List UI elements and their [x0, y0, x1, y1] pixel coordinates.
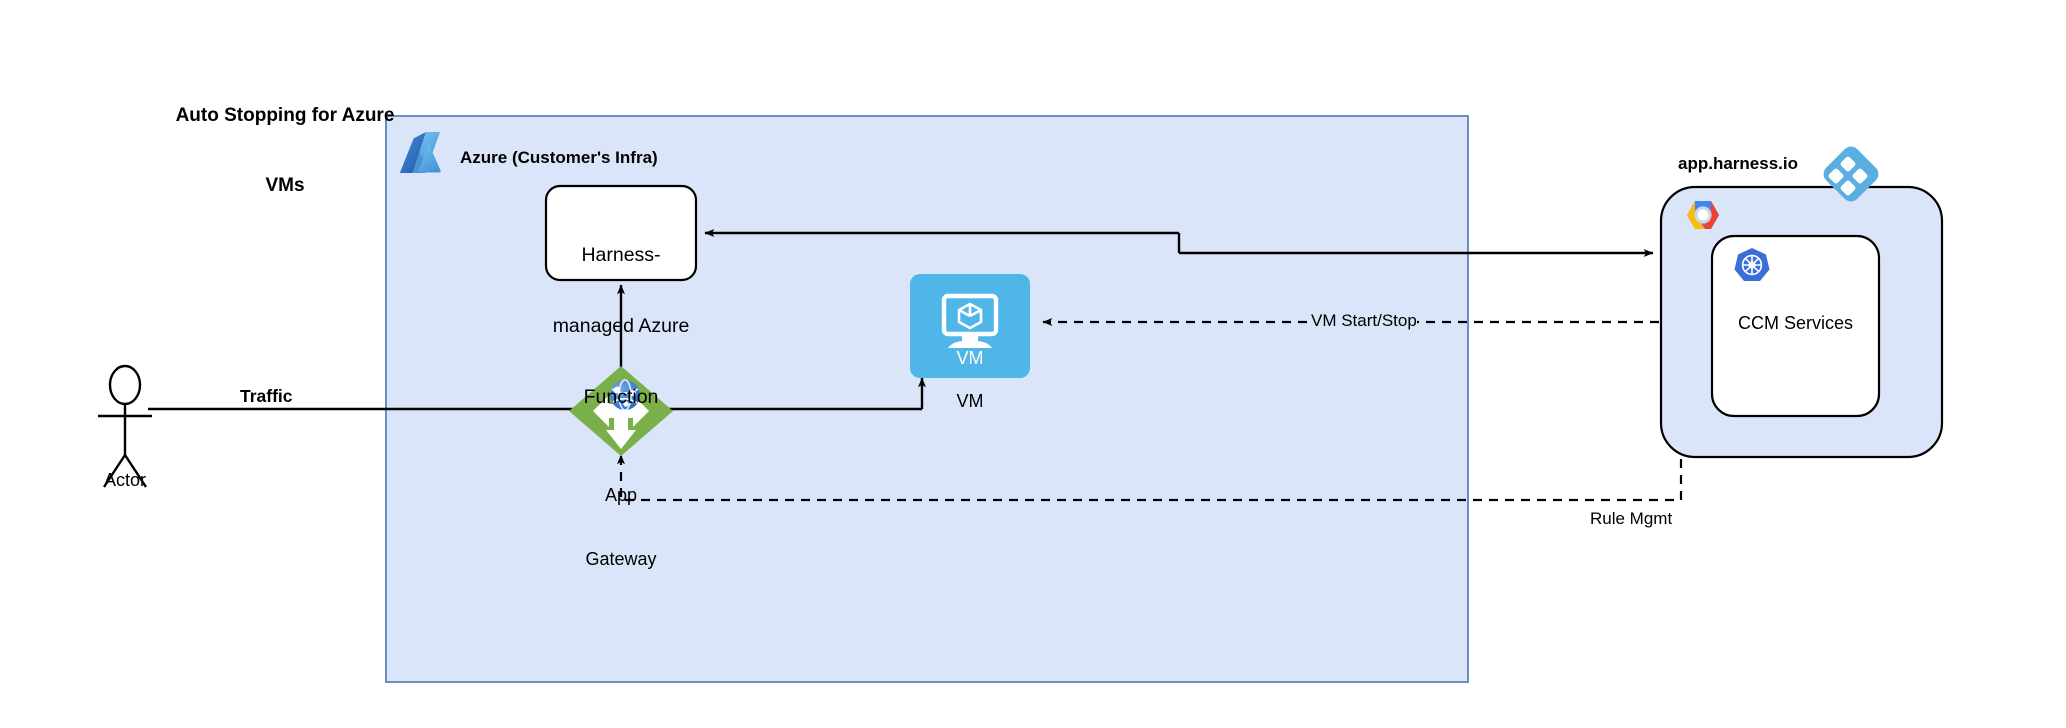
app-gateway-label-line-1: App	[604, 485, 638, 506]
azure-logo-icon	[399, 132, 441, 174]
edge-label-rule-mgmt: Rule Mgmt	[1590, 509, 1673, 530]
vm-tile	[910, 274, 1030, 378]
azure-function-label-line-3: Function	[583, 386, 659, 409]
edge-label-traffic: Traffic	[240, 386, 293, 407]
edge-label-vm-start-stop: VM Start/Stop	[1311, 311, 1417, 332]
page-title: Auto Stopping for Azure VMs	[150, 58, 420, 243]
page-title-line-2: VMs	[265, 174, 305, 196]
vm-tile-caption: VM	[956, 348, 984, 368]
actor-stick-figure-icon	[98, 364, 152, 488]
azure-function-label: Harness- managed Azure Function	[546, 196, 696, 458]
harness-group-label: app.harness.io	[1678, 154, 1798, 173]
azure-function-label-line-2: managed Azure	[552, 314, 690, 337]
ccm-services-label: CCM Services	[1737, 313, 1853, 333]
edge-harness-to-gateway	[617, 454, 1683, 502]
azure-function-box	[544, 184, 698, 282]
kubernetes-icon	[1734, 248, 1770, 281]
app-gateway-label: App Gateway	[521, 443, 721, 613]
actor-label: Actor	[103, 470, 146, 490]
azure-function-label-line-1: Harness-	[581, 243, 661, 266]
vm-monitor-cube-icon	[941, 293, 999, 348]
page-title-line-1: Auto Stopping for Azure	[175, 105, 395, 127]
app-gateway-label-line-2: Gateway	[585, 549, 657, 570]
app-gateway-icon	[569, 366, 673, 456]
gcp-hexagon-icon	[1687, 201, 1719, 229]
harness-logo-icon	[1823, 146, 1879, 202]
vm-node-label: VM	[956, 391, 984, 411]
azure-group-label: Azure (Customer's Infra)	[460, 148, 658, 167]
